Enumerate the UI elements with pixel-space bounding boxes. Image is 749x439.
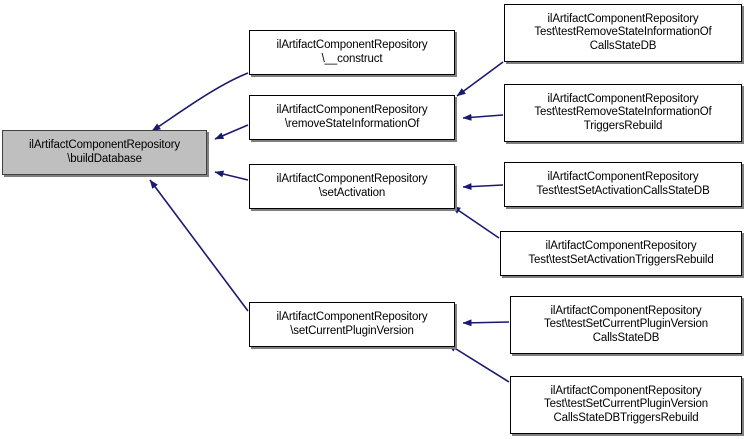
- edge-test-set-activation-triggers-rebuild-to-set-activation: [451, 205, 500, 239]
- node-set-current-plugin-version[interactable]: ilArtifactComponentRepository \setCurren…: [249, 302, 455, 347]
- edge-test-set-current-plugin-calls-state-db-to-set-current-plugin-version: [462, 319, 510, 327]
- edge-set-current-plugin-version-to-build-database: [149, 179, 249, 312]
- node-test-set-current-plugin-version-calls-state-db-triggers-rebuild[interactable]: ilArtifactComponentRepository Test\testS…: [510, 376, 742, 434]
- node-test-set-activation-triggers-rebuild[interactable]: ilArtifactComponentRepository Test\testS…: [500, 231, 742, 276]
- node-test-remove-state-information-of-triggers-rebuild[interactable]: ilArtifactComponentRepository Test\testR…: [504, 84, 742, 142]
- edge-remove-state-information-of-to-build-database: [214, 124, 249, 140]
- node-build-database[interactable]: ilArtifactComponentRepository \buildData…: [2, 130, 207, 175]
- node-test-set-current-plugin-version-calls-state-db[interactable]: ilArtifactComponentRepository Test\testS…: [510, 296, 742, 354]
- node-construct[interactable]: ilArtifactComponentRepository \__constru…: [249, 30, 455, 75]
- edge-set-activation-to-build-database: [214, 170, 249, 181]
- edge-test-set-current-plugin-triggers-rebuild-to-set-current-plugin-version: [447, 343, 510, 383]
- node-set-activation[interactable]: ilArtifactComponentRepository \setActiva…: [249, 164, 455, 209]
- node-remove-state-information-of[interactable]: ilArtifactComponentRepository \removeSta…: [249, 95, 455, 140]
- node-test-remove-state-information-of-calls-state-db[interactable]: ilArtifactComponentRepository Test\testR…: [504, 4, 742, 62]
- edge-test-remove-triggers-rebuild-to-remove-state-information-of: [462, 113, 504, 121]
- edge-test-remove-calls-state-db-to-remove-state-information-of: [456, 61, 504, 97]
- edge-construct-to-build-database: [151, 72, 249, 132]
- node-test-set-activation-calls-state-db[interactable]: ilArtifactComponentRepository Test\testS…: [504, 162, 742, 207]
- edge-test-set-activation-calls-state-db-to-set-activation: [462, 183, 504, 191]
